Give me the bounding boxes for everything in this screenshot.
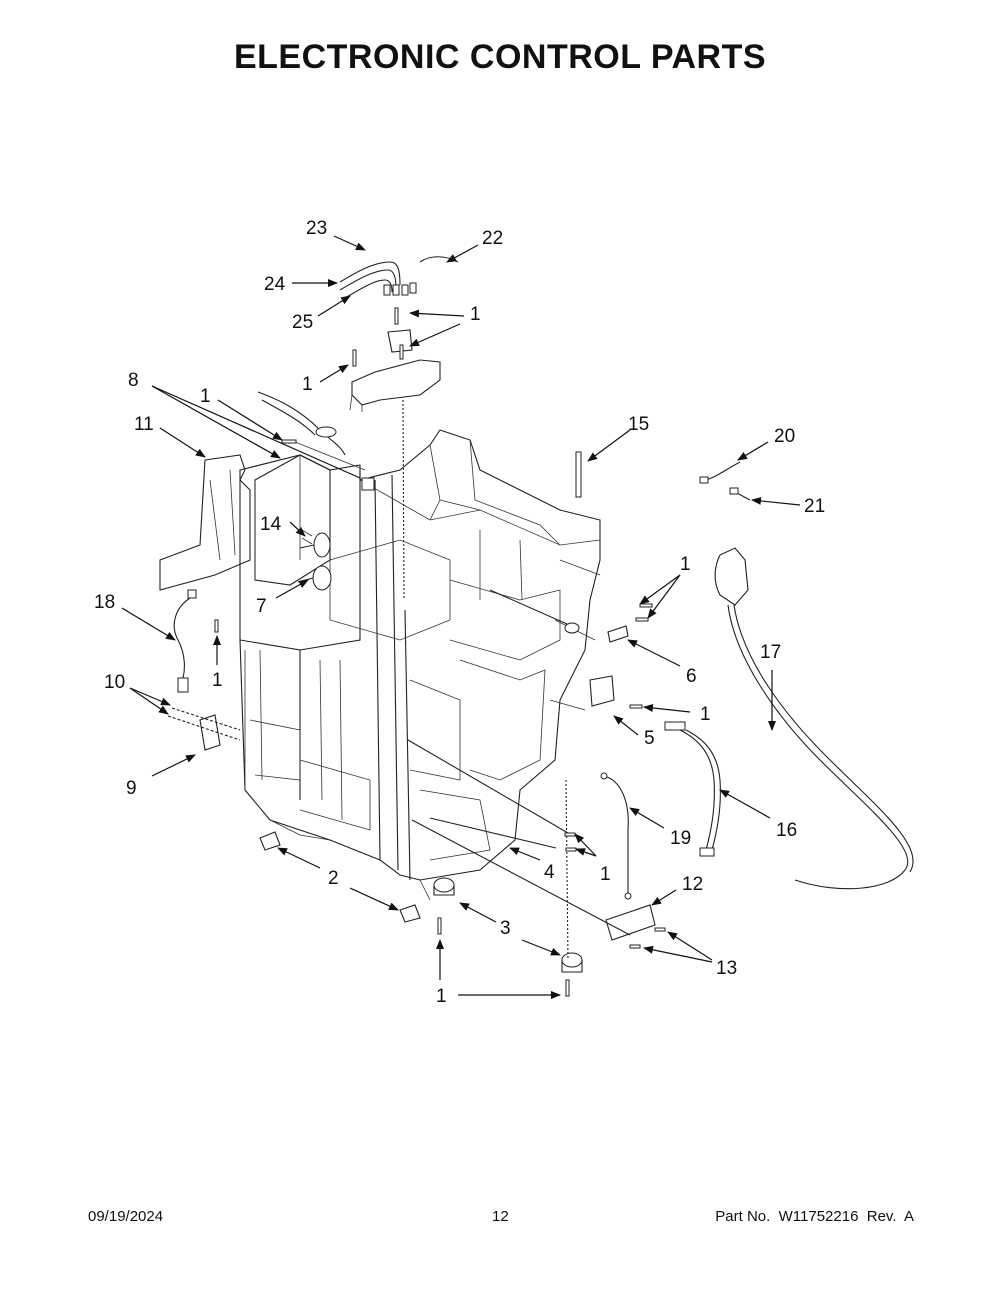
callout-13: 13	[716, 958, 737, 979]
footer-date: 09/19/2024	[88, 1208, 164, 1225]
screws	[214, 439, 666, 997]
callout-10: 10	[104, 672, 125, 693]
callout-17: 17	[760, 642, 781, 663]
wire-18	[173, 589, 197, 693]
capacitors	[297, 529, 332, 591]
callout-14: 14	[260, 514, 282, 535]
small-wires-20-21	[699, 461, 751, 501]
callout-15: 15	[628, 414, 649, 435]
callout-4: 4	[544, 862, 555, 883]
callout-8: 8	[128, 370, 139, 391]
callout-1-upper-left: 1	[200, 386, 211, 407]
callout-2: 2	[328, 868, 339, 889]
board-12	[605, 904, 656, 941]
callout-24: 24	[264, 274, 286, 295]
callout-9: 9	[126, 778, 137, 799]
callout-arrows	[121, 235, 801, 999]
callout-1-bracket: 1	[302, 374, 313, 395]
callout-1-right-mid: 1	[700, 704, 711, 725]
callout-5: 5	[644, 728, 655, 749]
page-title: ELECTRONIC CONTROL PARTS	[233, 38, 767, 76]
callout-22: 22	[482, 228, 503, 249]
feet	[259, 831, 583, 973]
bracket-9	[167, 707, 241, 751]
callout-11: 11	[134, 414, 154, 435]
callout-21: 21	[804, 496, 825, 517]
callout-7: 7	[256, 596, 267, 617]
callout-20: 20	[774, 426, 795, 447]
callout-1-top: 1	[470, 304, 481, 325]
top-wires	[339, 256, 459, 299]
ribbon-cable	[664, 721, 721, 857]
callout-labels: 23 22 24 25 1 1 8 1 11 15 20 21 14 7 1 1…	[94, 218, 825, 1007]
rods	[407, 739, 631, 961]
callout-25: 25	[292, 312, 313, 333]
brackets-5-6	[489, 589, 629, 707]
callout-1-lower-right: 1	[600, 864, 611, 885]
top-bracket	[349, 307, 441, 601]
callout-1-right-upper: 1	[680, 554, 691, 575]
footer-part-number: Part No. W11752216 Rev. A	[715, 1208, 914, 1225]
harness-8	[257, 391, 375, 491]
callout-18: 18	[94, 592, 115, 613]
pin-15	[575, 451, 582, 498]
callout-1-bottom: 1	[436, 986, 447, 1007]
left-module	[159, 454, 331, 591]
callout-16: 16	[776, 820, 797, 841]
callout-23: 23	[306, 218, 327, 239]
callout-3: 3	[500, 918, 511, 939]
power-cord	[714, 547, 914, 890]
callout-6: 6	[686, 666, 697, 687]
wire-19	[600, 772, 632, 900]
chassis-frame	[239, 429, 601, 901]
callout-1-left-mid: 1	[212, 670, 223, 691]
footer-page-number: 12	[492, 1208, 509, 1225]
callout-12: 12	[682, 874, 703, 895]
callout-19: 19	[670, 828, 691, 849]
